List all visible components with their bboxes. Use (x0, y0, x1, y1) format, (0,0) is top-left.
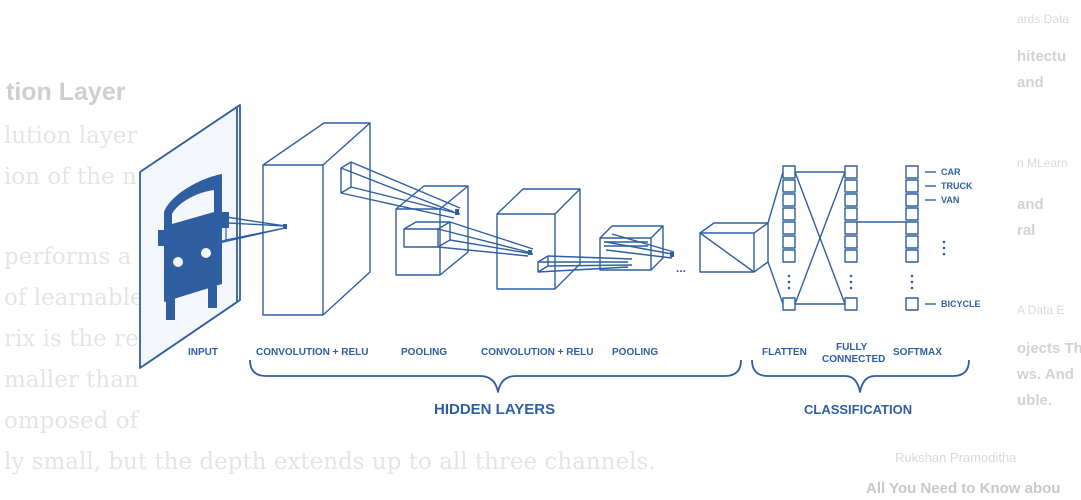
background-line: of learnable (4, 285, 144, 311)
car-icon (158, 174, 229, 320)
background-side-meta: n MLearn (1017, 156, 1068, 170)
hidden-layers-label: HIDDEN LAYERS (434, 401, 555, 418)
background-line: maller than (4, 367, 139, 393)
background-side-title: and ral (1017, 196, 1044, 239)
background-heading: tion Layer (6, 78, 126, 106)
pool1-volume (395, 185, 534, 276)
output-label-bicycle: BICYCLE (941, 299, 981, 309)
feature-volume (699, 222, 769, 273)
pool1-label: POOLING (401, 347, 447, 358)
fully-connected-layer (844, 165, 906, 311)
background-line: ion of the n (4, 164, 137, 190)
background-side-title: ojects Th ws. And uble. (1017, 340, 1081, 409)
flatten-layer (767, 165, 796, 311)
softmax-label: SOFTMAX (893, 347, 942, 358)
background-line: rix is the re (4, 326, 139, 352)
ellipsis-dots (787, 240, 946, 290)
background-side-meta: ards Data (1017, 12, 1070, 26)
pool2-volume (599, 225, 675, 271)
background-bottom-line: ly small, but the depth extends up to al… (4, 449, 656, 475)
output-label-truck: TRUCK (941, 181, 973, 191)
conv2-volume (496, 188, 633, 290)
background-line: omposed of (4, 408, 139, 434)
fully-label-line1: FULLY (836, 342, 868, 353)
output-label-van: VAN (941, 195, 959, 205)
background-side-title: hitectu and (1017, 48, 1067, 91)
output-label-car: CAR (941, 167, 961, 177)
background-side-meta: A Data E (1017, 303, 1065, 317)
input-label: INPUT (188, 347, 218, 358)
softmax-layer (905, 165, 936, 311)
conv1-label: CONVOLUTION + RELU (256, 347, 369, 358)
background-line: performs a (4, 244, 132, 270)
ellipsis-label: ... (676, 261, 686, 275)
fc-connections (794, 171, 846, 305)
conv1-volume (262, 122, 461, 316)
input-image (139, 104, 287, 369)
background-author: Rukshan Pramoditha (895, 450, 1017, 465)
hidden-layers-brace (249, 359, 742, 393)
background-bottom-title: All You Need to Know abou (866, 480, 1061, 497)
pool2-label: POOLING (612, 347, 658, 358)
classification-brace (751, 359, 970, 393)
background-line: lution layer (4, 123, 138, 149)
conv2-label: CONVOLUTION + RELU (481, 347, 594, 358)
flatten-label: FLATTEN (762, 347, 807, 358)
fully-label-line2: CONNECTED (822, 354, 885, 365)
classification-label: CLASSIFICATION (804, 402, 912, 417)
